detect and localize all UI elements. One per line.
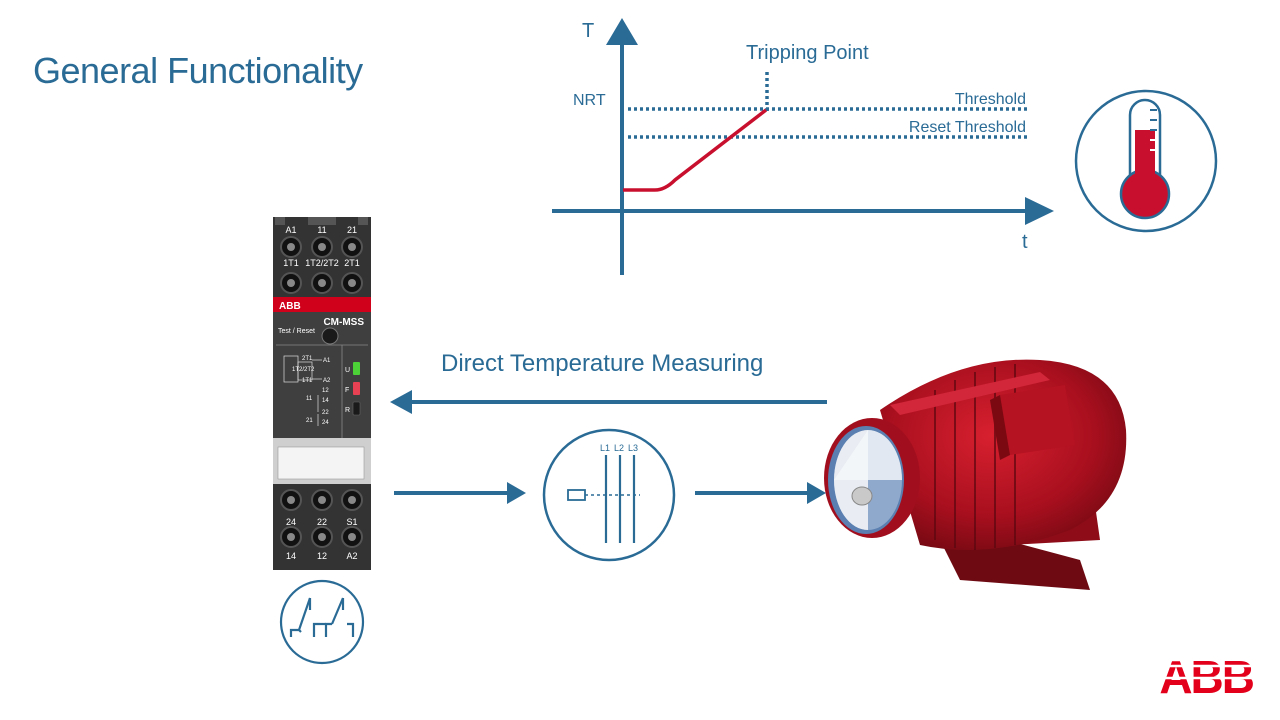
x-axis-label: t: [1022, 231, 1028, 253]
relay-contact-icon: [279, 579, 365, 665]
contactor-icon: [542, 428, 676, 562]
device-brand: ABB: [279, 301, 301, 312]
output-arrow-to-motor: [695, 482, 826, 504]
relay-device: A1 11 21 1T1 1T2/2T2 2T1 ABB CM-MSS Test…: [273, 217, 371, 570]
threshold-label: Threshold: [955, 91, 1026, 108]
y-axis-label: T: [582, 20, 594, 42]
led-r-indicator: [352, 401, 361, 416]
schematic-label: 14: [322, 398, 329, 404]
terminal-label: 2T1: [344, 258, 360, 268]
terminal-label: 12: [317, 551, 327, 561]
led-u-indicator: [353, 362, 360, 375]
device-schematic: [283, 355, 322, 426]
schematic-label: 12: [322, 388, 329, 394]
reset-threshold-label: Reset Threshold: [909, 119, 1026, 136]
terminal-label: 22: [317, 517, 327, 527]
test-reset-button[interactable]: [321, 327, 339, 345]
y-axis-arrowhead: [606, 18, 638, 45]
temperature-graph: T t NRT Threshold Reset Threshold Trippi…: [552, 18, 1054, 275]
abb-logo: ABB: [1150, 651, 1256, 703]
schematic-label: 2T1: [302, 356, 313, 362]
schematic-label: A2: [323, 378, 331, 384]
phase-label: L3: [628, 443, 638, 453]
top-terminal-screws: [280, 236, 363, 294]
schematic-label: 21: [306, 418, 313, 424]
terminal-label: 11: [317, 225, 326, 235]
terminal-label: S1: [346, 517, 357, 527]
schematic-label: 1T2/2T2: [292, 367, 315, 373]
schematic-label: A1: [323, 358, 331, 364]
motor-image: [824, 359, 1127, 590]
page-title: General Functionality: [33, 50, 363, 91]
schematic-label: 11: [306, 396, 313, 402]
measuring-label: Direct Temperature Measuring: [441, 350, 763, 377]
schematic-label: 22: [322, 410, 329, 416]
nrt-label: NRT: [573, 92, 606, 109]
led-label: R: [345, 407, 350, 414]
test-reset-label: Test / Reset: [278, 328, 315, 335]
device-red-band: [273, 297, 371, 312]
measuring-arrow: [390, 390, 827, 414]
led-f-indicator: [353, 382, 360, 395]
phase-label: L2: [614, 443, 624, 453]
bottom-terminal-screws: [280, 489, 363, 548]
schematic-label: 1T1: [302, 378, 313, 384]
x-axis-arrowhead: [1025, 197, 1054, 225]
tripping-point-label: Tripping Point: [746, 42, 869, 64]
phase-label: L1: [600, 443, 610, 453]
terminal-label: 21: [347, 225, 357, 235]
terminal-label: A2: [346, 551, 357, 561]
terminal-label: 14: [286, 551, 296, 561]
device-model: CM-MSS: [323, 317, 364, 328]
led-label: U: [345, 367, 350, 374]
thermometer-icon: [1074, 89, 1218, 233]
temperature-curve: [623, 108, 768, 192]
terminal-label: 1T1: [283, 258, 299, 268]
led-label: F: [345, 387, 349, 394]
terminal-label: A1: [285, 225, 296, 235]
output-arrow-to-contactor: [394, 482, 526, 504]
schematic-label: 24: [322, 420, 329, 426]
terminal-label: 1T2/2T2: [305, 258, 339, 268]
terminal-label: 24: [286, 517, 296, 527]
